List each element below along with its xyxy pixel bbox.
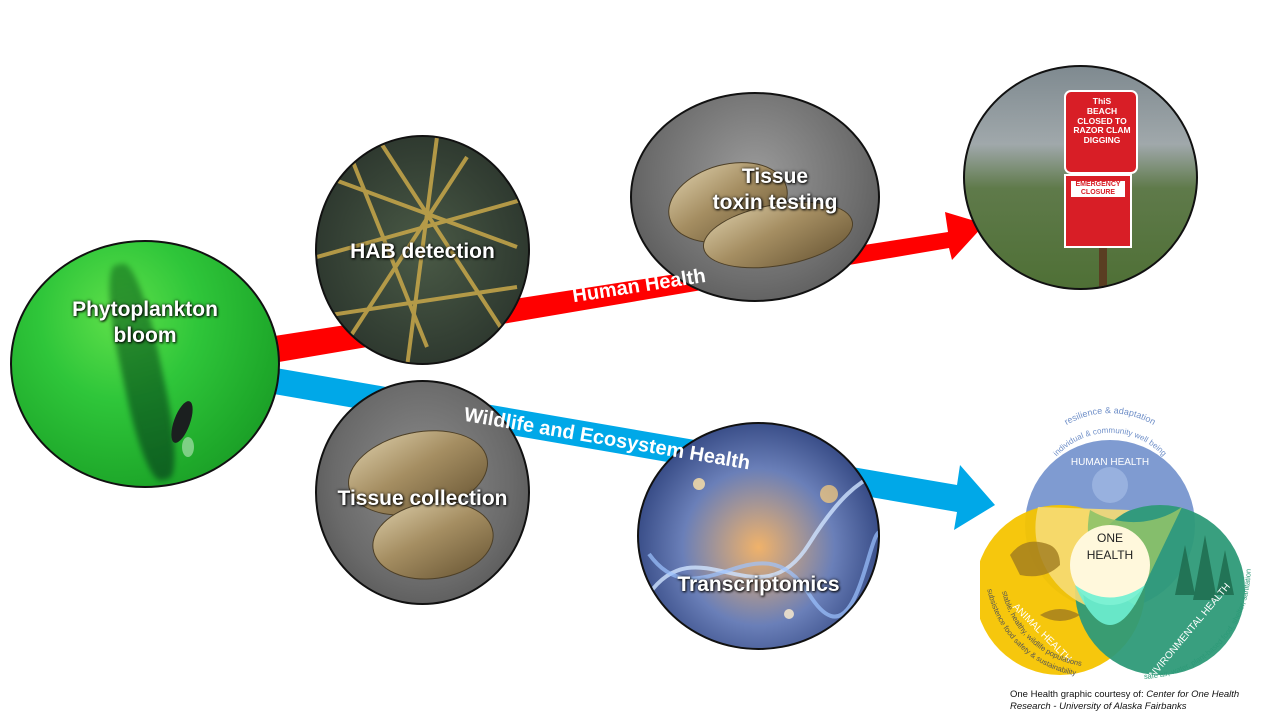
phytoplankton-label: Phytoplankton bloom — [72, 298, 218, 348]
tissue-collection-label: Tissue collection — [337, 487, 508, 510]
fish-icon — [1040, 609, 1080, 621]
one-health-venn-diagram: resilience & adaptation individual & com… — [980, 405, 1253, 685]
venn-human-label: HUMAN HEALTH — [1071, 457, 1149, 468]
beach-closure-photo: ThiS BEACH CLOSED TO RAZOR CLAM DIGGING … — [963, 65, 1198, 290]
closure-sign-graphic — [1064, 90, 1138, 288]
transcriptomics-label: Transcriptomics — [677, 573, 840, 596]
credit-institution: Center for One Health Research - Univers… — [1010, 689, 1240, 713]
hab-detection-label: HAB detection — [350, 240, 495, 263]
phytoplankton-bloom-image: Phytoplankton bloom — [10, 240, 280, 488]
venn-top-caption-1: resilience & adaptation — [1063, 405, 1158, 427]
tissue-collection-image: Tissue collection — [315, 380, 530, 605]
credit-prefix: One Health graphic courtesy of: — [1010, 689, 1147, 700]
sign-bottom-text: EMERGENCY CLOSURE — [1075, 181, 1121, 196]
venn-center — [1070, 525, 1150, 605]
sign-top-text: ThiS BEACH CLOSED TO RAZOR CLAM DIGGING — [1073, 96, 1131, 146]
tissue-toxin-label: Tissue toxin testing — [712, 165, 838, 215]
graphic-credit: One Health graphic courtesy of: Center f… — [1010, 689, 1272, 714]
whale-icon — [171, 401, 194, 457]
trees-icon — [1175, 535, 1234, 600]
dna-helix-graphic — [647, 469, 878, 619]
tissue-toxin-testing-image: Tissue toxin testing — [630, 92, 880, 302]
venn-center-label-1: ONE — [1097, 531, 1123, 545]
hab-detection-image: HAB detection — [315, 135, 530, 365]
family-icon — [1092, 467, 1128, 503]
venn-center-label-2: HEALTH — [1087, 548, 1133, 562]
bear-icon — [1010, 541, 1060, 577]
diatom-chains-graphic — [317, 137, 528, 363]
transcriptomics-image: Transcriptomics — [637, 422, 880, 650]
